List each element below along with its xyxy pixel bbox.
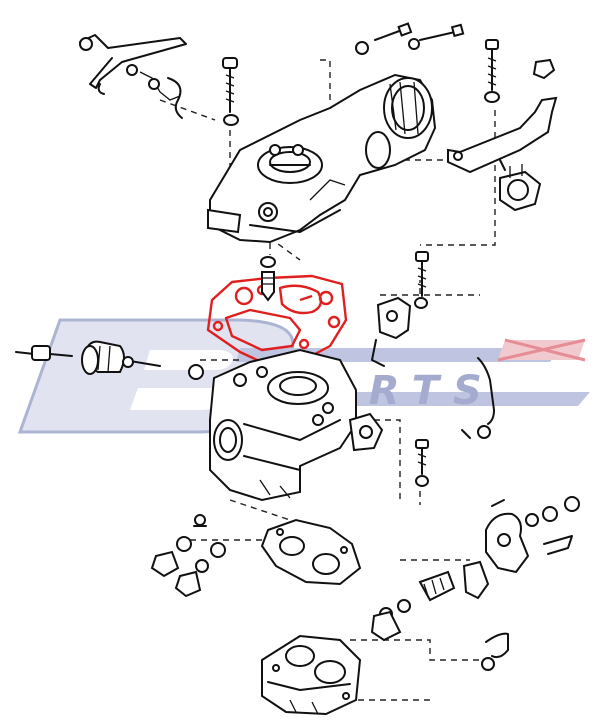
choke-diaphragm-bracket <box>447 96 558 212</box>
choke-lever-linkage <box>79 34 187 119</box>
throttle-linkage <box>370 496 580 671</box>
fuel-cut-solenoid <box>15 340 204 380</box>
lower-left-jets <box>150 514 226 598</box>
carburetor-main-body <box>209 348 384 502</box>
choke-rod <box>461 357 495 439</box>
throttle-body-flange <box>261 634 362 716</box>
top-screws <box>222 22 556 126</box>
needle-valve <box>260 256 276 302</box>
base-gasket <box>260 518 362 586</box>
middle-right-screws <box>371 251 429 487</box>
carburetor-top-cover <box>207 73 437 244</box>
